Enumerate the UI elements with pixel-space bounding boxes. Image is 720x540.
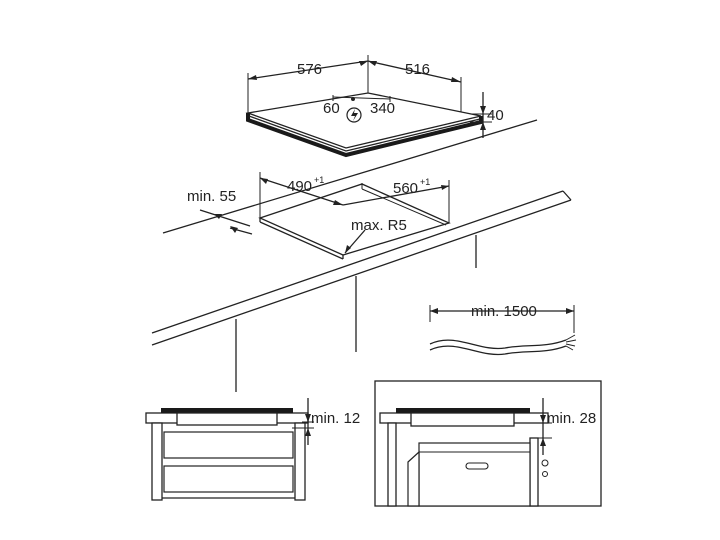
- right-clearance-label: min. 28: [547, 410, 596, 427]
- installation-right: min. 28: [374, 380, 602, 507]
- hob-width-label: 576: [297, 61, 322, 78]
- width-dimension-line: [247, 60, 369, 80]
- front-margin-label: min. 55: [187, 188, 236, 205]
- cable-length-label: min. 1500: [471, 303, 537, 320]
- countertop: 490 +1 560 +1 min. 55 max. R5: [151, 119, 572, 392]
- cutout-depth-dimension-line: [342, 185, 450, 206]
- cutout-depth-label: 560: [393, 180, 418, 197]
- cutout-depth-tolerance: +1: [420, 177, 430, 187]
- cutout-width-tolerance: +1: [314, 175, 324, 185]
- hob-edge: [246, 113, 483, 158]
- left-clearance-label: min. 12: [311, 410, 360, 427]
- cutout-width-label: 490: [287, 178, 312, 195]
- corner-radius-label: max. R5: [351, 217, 407, 234]
- depth-dimension-line: [367, 60, 462, 83]
- conn-right-label: 340: [370, 100, 395, 117]
- hob-surface: [245, 92, 482, 149]
- power-cable: min. 1500: [429, 303, 577, 356]
- hob-height-label: 40: [487, 107, 504, 124]
- lightning-bolt-icon: [346, 107, 362, 123]
- installation-left: min. 12: [145, 398, 360, 501]
- conn-left-label: 60: [323, 100, 340, 117]
- hob-top-view: 576 516 40 60 340: [245, 55, 504, 158]
- hob-depth-label: 516: [405, 61, 430, 78]
- cutout-width-dimension-line: [259, 177, 344, 206]
